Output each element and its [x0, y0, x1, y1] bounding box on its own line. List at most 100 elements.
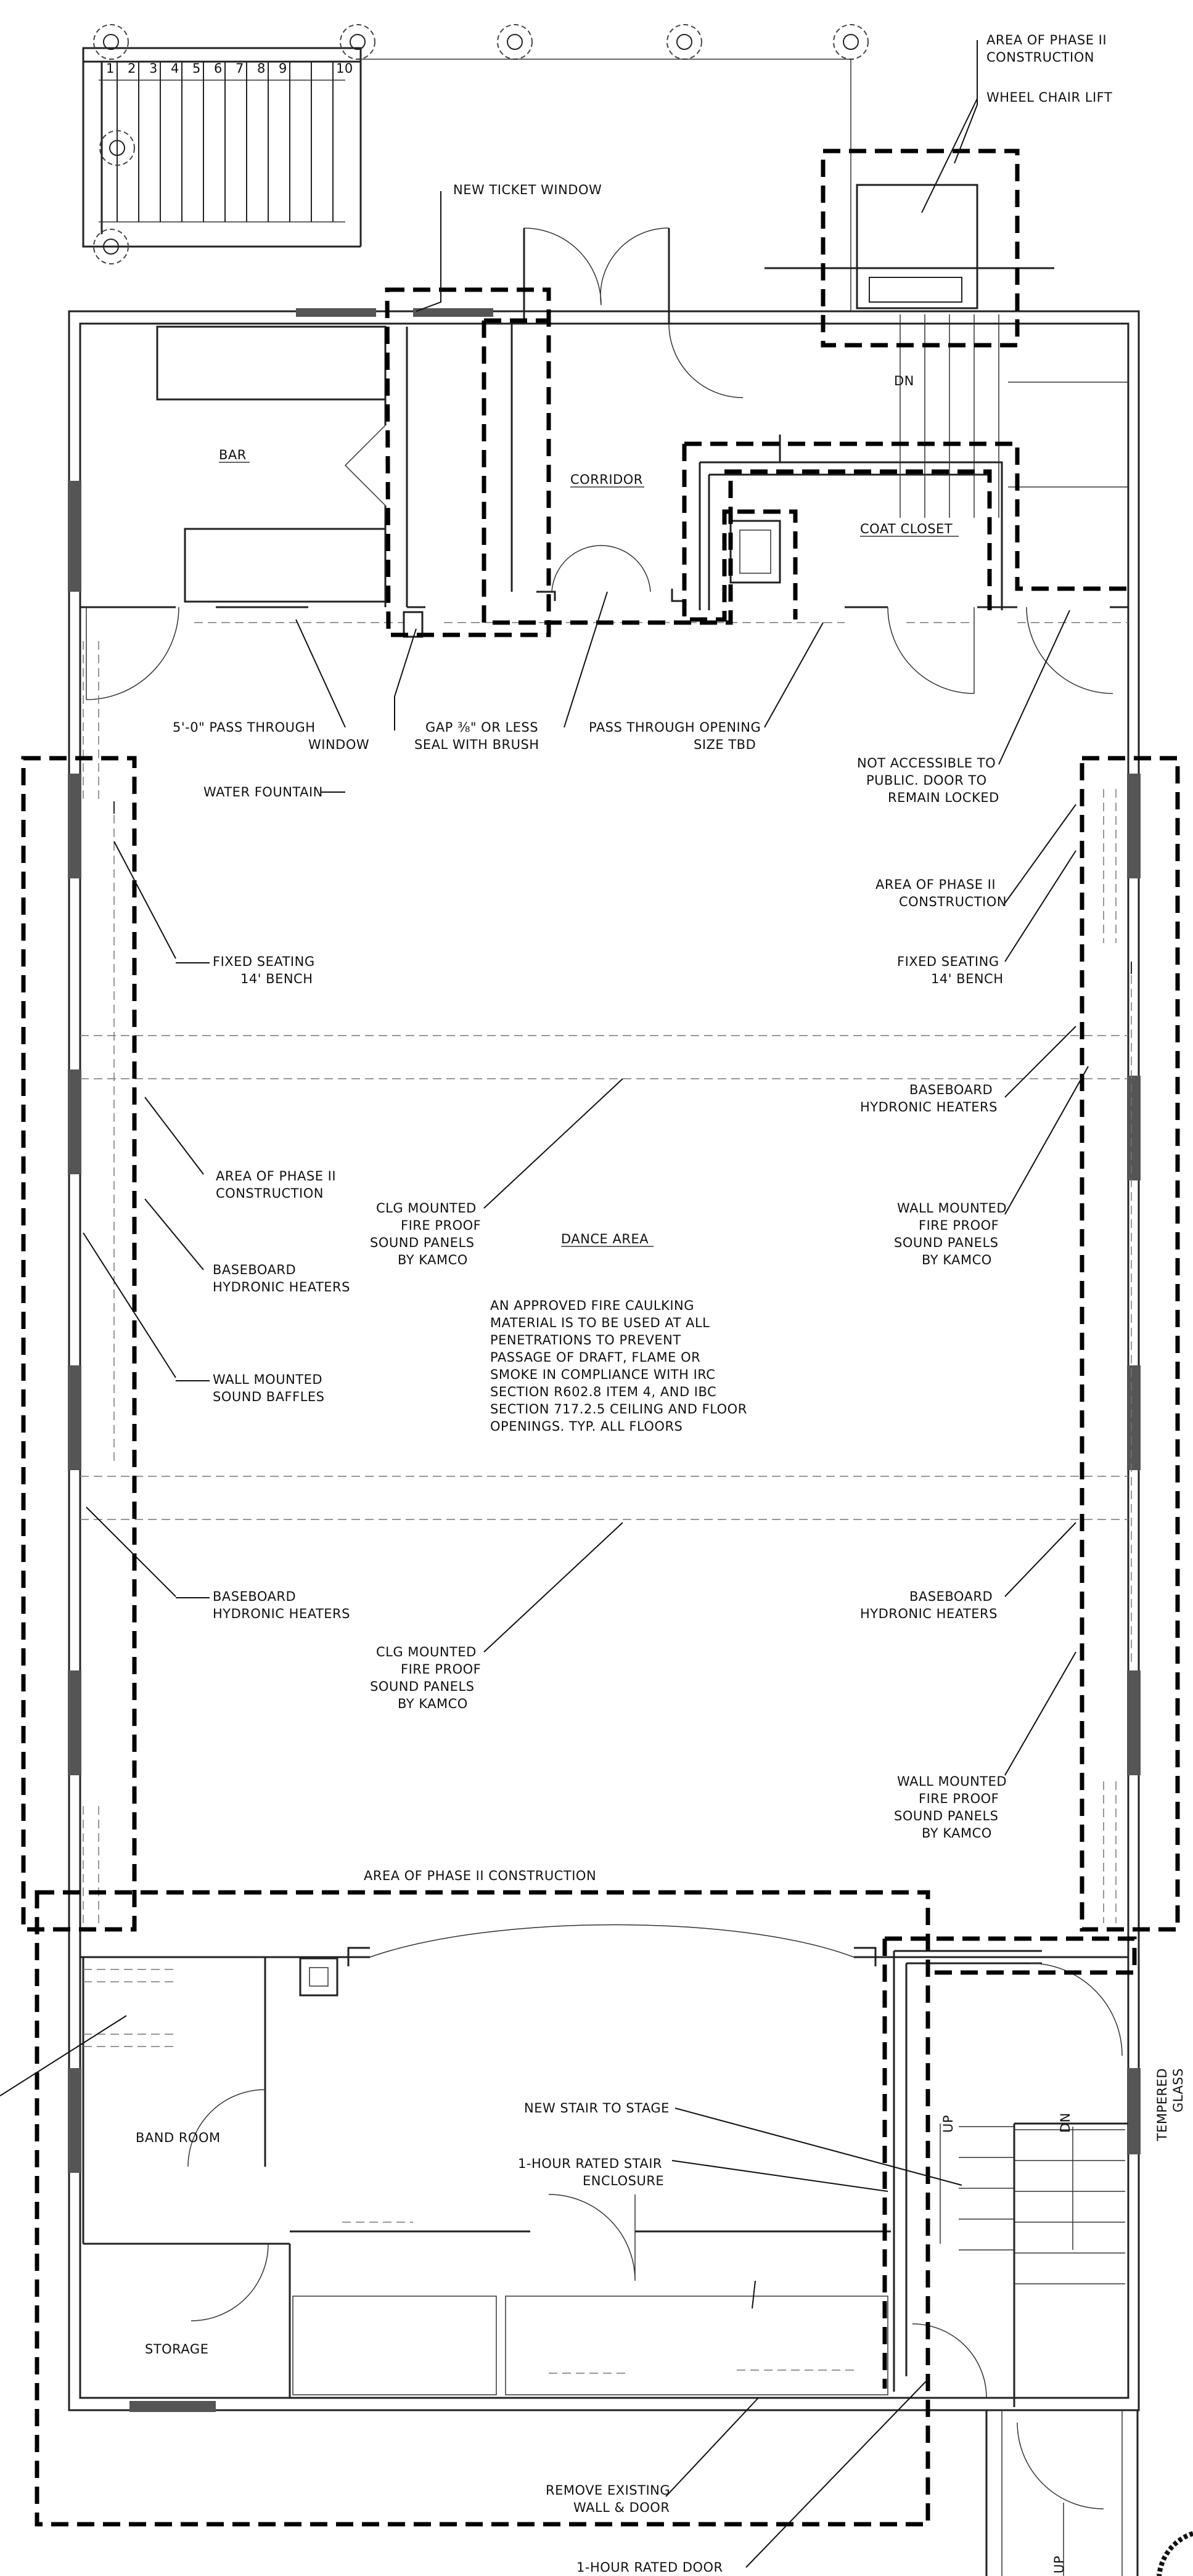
step-number: 8	[257, 61, 266, 76]
note-baseboard-right-1: BASEBOARD HYDRONIC HEATERS	[860, 1082, 998, 1114]
step-number: 6	[214, 61, 223, 76]
svg-text:SIZE TBD: SIZE TBD	[694, 737, 756, 752]
svg-text:WHEEL CHAIR LIFT: WHEEL CHAIR LIFT	[986, 90, 1112, 105]
note-wall-panels-right-2: WALL MOUNTED FIRE PROOF SOUND PANELS BY …	[894, 1774, 1007, 1841]
svg-text:FIXED SEATING: FIXED SEATING	[897, 954, 999, 969]
svg-text:NEW STAIR TO STAGE: NEW STAIR TO STAGE	[524, 2101, 670, 2116]
svg-text:SOUND PANELS: SOUND PANELS	[894, 1235, 998, 1250]
room-labels: BAR CORRIDOR COAT CLOSET DANCE AREA BAND…	[136, 448, 959, 2357]
svg-text:BY KAMCO: BY KAMCO	[398, 1253, 468, 1267]
stair-dn-label: DN	[1058, 2112, 1073, 2133]
svg-text:SOUND BAFFLES: SOUND BAFFLES	[213, 1389, 325, 1404]
phase-ii-boundaries	[21, 149, 1180, 2527]
svg-text:WALL MOUNTED: WALL MOUNTED	[897, 1201, 1007, 1216]
svg-text:WALL & DOOR: WALL & DOOR	[573, 2500, 670, 2515]
svg-text:PASSAGE OF DRAFT, FLAME OR: PASSAGE OF DRAFT, FLAME OR	[490, 1350, 700, 1365]
svg-text:FIXED SEATING: FIXED SEATING	[213, 954, 315, 969]
phase-ii-lift-area	[821, 149, 1020, 348]
svg-text:AREA OF PHASE II: AREA OF PHASE II	[986, 33, 1107, 47]
note-baseboard-left-2: BASEBOARD HYDRONIC HEATERS	[176, 1589, 350, 1621]
north-arrow-mark	[1157, 2531, 1193, 2576]
svg-text:SOUND PANELS: SOUND PANELS	[894, 1809, 998, 1823]
note-fixed-seating-left: FIXED SEATING 14' BENCH	[176, 954, 315, 986]
svg-text:FIRE PROOF: FIRE PROOF	[401, 1662, 481, 1677]
svg-text:5'-0" PASS THROUGH: 5'-0" PASS THROUGH	[173, 720, 316, 735]
svg-text:WALL MOUNTED: WALL MOUNTED	[213, 1372, 322, 1387]
svg-text:BY KAMCO: BY KAMCO	[922, 1253, 992, 1267]
stair-marks: DN UP DN UP	[894, 374, 1073, 2574]
svg-text:SMOKE IN COMPLIANCE WITH IRC: SMOKE IN COMPLIANCE WITH IRC	[490, 1367, 715, 1382]
svg-text:CONSTRUCTION: CONSTRUCTION	[216, 1186, 324, 1201]
room-label-band-room: BAND ROOM	[136, 2130, 221, 2145]
note-pass-through-window: 5'-0" PASS THROUGH WINDOW	[173, 720, 369, 752]
svg-text:PENETRATIONS TO PREVENT: PENETRATIONS TO PREVENT	[490, 1333, 681, 1347]
note-baseboard-left-1: BASEBOARD HYDRONIC HEATERS	[213, 1262, 350, 1294]
svg-text:CLG MOUNTED: CLG MOUNTED	[376, 1645, 477, 1659]
note-fire-caulking: AN APPROVED FIRE CAULKING MATERIAL IS TO…	[490, 1298, 747, 1434]
phase-ii-ticket-area	[385, 287, 551, 637]
svg-text:MATERIAL IS TO BE USED AT ALL: MATERIAL IS TO BE USED AT ALL	[490, 1315, 710, 1330]
leader-lines	[0, 40, 1089, 2568]
dance-area	[80, 641, 1132, 1923]
step-number: 9	[279, 61, 287, 76]
note-remove-wall: REMOVE EXISTING WALL & DOOR	[546, 2483, 670, 2515]
phase-ii-stair-top	[885, 1936, 1137, 1975]
exterior-stair: 1 2 3 4 5 6 7 8 9 10	[82, 24, 869, 311]
svg-text:WATER FOUNTAIN: WATER FOUNTAIN	[203, 785, 323, 799]
note-new-ticket-window: NEW TICKET WINDOW	[453, 182, 602, 197]
svg-text:REMOVE EXISTING: REMOVE EXISTING	[546, 2483, 670, 2498]
svg-text:HYDRONIC HEATERS: HYDRONIC HEATERS	[213, 1606, 350, 1621]
room-label-storage: STORAGE	[145, 2342, 208, 2357]
svg-text:14' BENCH: 14' BENCH	[240, 971, 313, 986]
svg-text:FIRE PROOF: FIRE PROOF	[919, 1791, 999, 1806]
svg-text:SEAL WITH BRUSH: SEAL WITH BRUSH	[414, 737, 539, 752]
stair-step-numbers: 1 2 3 4 5 6 7 8 9 10	[106, 61, 353, 76]
front-rooms	[80, 184, 1128, 700]
note-new-stair: NEW STAIR TO STAGE	[524, 2101, 670, 2116]
svg-text:AREA OF PHASE II: AREA OF PHASE II	[216, 1169, 336, 1184]
note-wall-panels-right-1: WALL MOUNTED FIRE PROOF SOUND PANELS BY …	[894, 1201, 1007, 1267]
step-number: 3	[149, 61, 158, 76]
svg-text:NOT ACCESSIBLE TO: NOT ACCESSIBLE TO	[857, 756, 996, 771]
phase-ii-rear-area	[35, 1890, 930, 2527]
svg-text:HYDRONIC HEATERS: HYDRONIC HEATERS	[860, 1100, 998, 1114]
svg-text:FIRE PROOF: FIRE PROOF	[401, 1218, 481, 1233]
svg-text:REMAIN LOCKED: REMAIN LOCKED	[888, 790, 999, 805]
note-sound-baffles: WALL MOUNTED SOUND BAFFLES	[176, 1372, 325, 1404]
svg-text:BASEBOARD: BASEBOARD	[909, 1082, 993, 1097]
note-not-accessible: NOT ACCESSIBLE TO PUBLIC. DOOR TO REMAIN…	[857, 756, 999, 805]
note-fixed-seating-right: FIXED SEATING 14' BENCH	[897, 954, 1004, 986]
note-clg-panels-1: CLG MOUNTED FIRE PROOF SOUND PANELS BY K…	[370, 1201, 481, 1267]
building-walls	[68, 308, 1141, 2412]
svg-text:BY KAMCO: BY KAMCO	[398, 1696, 468, 1711]
note-phase-ii-top-right: AREA OF PHASE II CONSTRUCTION	[986, 33, 1107, 65]
svg-text:HYDRONIC HEATERS: HYDRONIC HEATERS	[213, 1280, 350, 1294]
svg-text:CLG MOUNTED: CLG MOUNTED	[376, 1201, 477, 1216]
phase-ii-corridor-area	[482, 318, 733, 625]
column-piers	[93, 24, 869, 264]
svg-text:PUBLIC. DOOR TO: PUBLIC. DOOR TO	[866, 773, 987, 788]
note-phase-ii-left: AREA OF PHASE II CONSTRUCTION	[216, 1169, 336, 1201]
phase-ii-right-wall	[1080, 756, 1180, 1932]
svg-text:AN APPROVED FIRE CAULKING: AN APPROVED FIRE CAULKING	[490, 1298, 694, 1313]
step-number: 10	[336, 61, 353, 76]
phase-ii-stair-box	[682, 444, 798, 622]
note-gap-seal: GAP ⅜" OR LESS SEAL WITH BRUSH	[414, 720, 539, 752]
note-clg-panels-2: CLG MOUNTED FIRE PROOF SOUND PANELS BY K…	[370, 1645, 481, 1711]
note-pass-through-opening: PASS THROUGH OPENING SIZE TBD	[589, 720, 761, 752]
note-phase-ii-bottom: AREA OF PHASE II CONSTRUCTION	[364, 1868, 596, 1883]
svg-text:ENCLOSURE: ENCLOSURE	[583, 2173, 664, 2188]
svg-text:AREA OF PHASE II CONSTRUCTION: AREA OF PHASE II CONSTRUCTION	[364, 1868, 596, 1883]
room-label-coat-closet: COAT CLOSET	[860, 521, 953, 536]
svg-text:GAP ⅜" OR LESS: GAP ⅜" OR LESS	[425, 720, 538, 735]
svg-text:OPENINGS. TYP. ALL FLOORS: OPENINGS. TYP. ALL FLOORS	[490, 1419, 683, 1434]
svg-text:GLASS: GLASS	[1171, 2068, 1186, 2112]
svg-text:WALL MOUNTED: WALL MOUNTED	[897, 1774, 1007, 1789]
svg-text:WINDOW: WINDOW	[308, 737, 369, 752]
annotation-notes: AREA OF PHASE II CONSTRUCTION WHEEL CHAI…	[173, 33, 1186, 2575]
note-water-fountain: WATER FOUNTAIN	[203, 785, 345, 799]
svg-text:14' BENCH: 14' BENCH	[931, 971, 1004, 986]
rear-rooms	[80, 1924, 1139, 2576]
stair-dn-label: DN	[894, 374, 914, 388]
